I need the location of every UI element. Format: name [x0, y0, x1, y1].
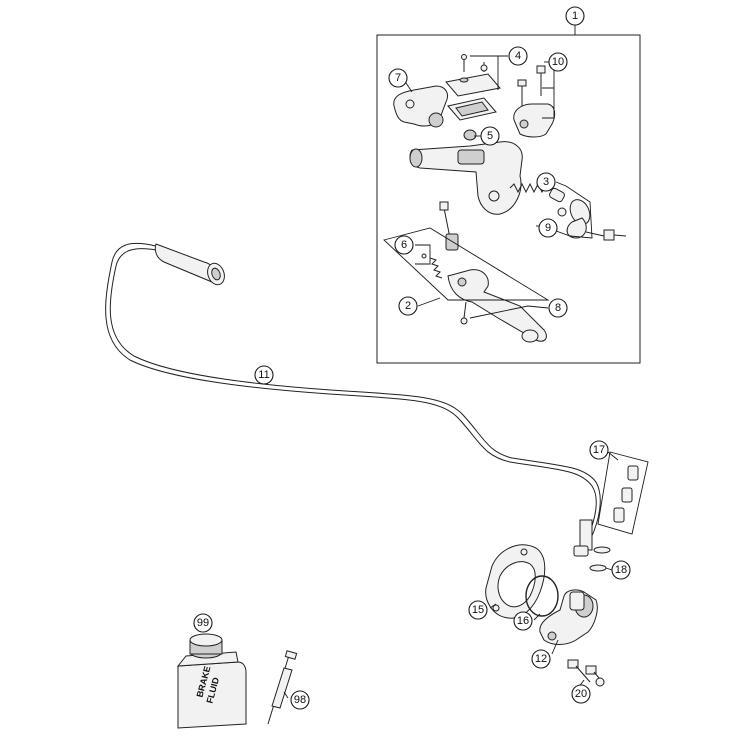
callout-20: 20	[571, 684, 591, 704]
screws-20	[567, 659, 605, 687]
callout-17: 17	[589, 440, 609, 460]
lever-pivot-screw	[439, 201, 459, 251]
slave-cylinder-12	[539, 589, 598, 645]
leader-lines-box	[403, 16, 593, 319]
lever-group-outline	[383, 227, 550, 301]
brake-fluid-bottle-99: BRAKE FLUID	[176, 633, 247, 729]
clamp-half-7	[393, 85, 449, 128]
boot-and-pushrod-9	[557, 199, 627, 241]
callout-3: 3	[536, 172, 556, 192]
washers-18	[589, 546, 613, 572]
svg-text:10: 10	[552, 56, 564, 68]
bleeder-parts-17	[597, 451, 649, 535]
callout-16: 16	[513, 611, 533, 631]
adjuster-spring-6	[421, 253, 443, 279]
svg-text:15: 15	[472, 604, 484, 616]
callout-99: 99	[193, 613, 213, 633]
callout-2: 2	[398, 296, 418, 316]
svg-text:12: 12	[535, 653, 547, 665]
callout-98: 98	[290, 690, 310, 710]
master-cylinder-body	[409, 141, 523, 215]
callout-12: 12	[531, 649, 551, 669]
gasket-15	[485, 544, 546, 619]
svg-text:2: 2	[405, 300, 411, 312]
o-ring-16	[525, 575, 559, 617]
svg-text:9: 9	[545, 222, 551, 234]
svg-text:4: 4	[515, 50, 521, 62]
svg-text:5: 5	[487, 130, 493, 142]
master-cylinder-group-box	[376, 34, 641, 364]
svg-text:20: 20	[575, 688, 587, 700]
svg-text:6: 6	[401, 239, 407, 251]
callout-4: 4	[508, 46, 528, 66]
callout-18: 18	[611, 560, 631, 580]
callout-5: 5	[480, 126, 500, 146]
svg-text:18: 18	[615, 564, 627, 576]
callout-1: 1	[565, 6, 585, 26]
svg-text:17: 17	[593, 444, 605, 456]
svg-text:98: 98	[294, 694, 306, 706]
callout-8: 8	[548, 298, 568, 318]
callout-7: 7	[388, 68, 408, 88]
callout-11: 11	[254, 365, 274, 385]
svg-text:99: 99	[197, 617, 209, 629]
clutch-lever-2	[447, 269, 547, 343]
clamp-screws-10	[513, 65, 556, 138]
svg-text:3: 3	[543, 176, 549, 188]
reservoir-membrane	[447, 97, 497, 121]
callout-15: 15	[468, 600, 488, 620]
svg-text:7: 7	[395, 72, 401, 84]
svg-text:1: 1	[572, 10, 578, 22]
svg-text:11: 11	[258, 369, 269, 381]
svg-text:16: 16	[517, 615, 529, 627]
callout-9: 9	[538, 218, 558, 238]
callout-10: 10	[548, 52, 568, 72]
clutch-hose-11	[105, 242, 601, 557]
float-5	[463, 129, 477, 141]
svg-text:8: 8	[555, 302, 561, 314]
callout-6: 6	[394, 235, 414, 255]
syringe-98	[267, 650, 298, 725]
reservoir-cover	[445, 54, 501, 97]
